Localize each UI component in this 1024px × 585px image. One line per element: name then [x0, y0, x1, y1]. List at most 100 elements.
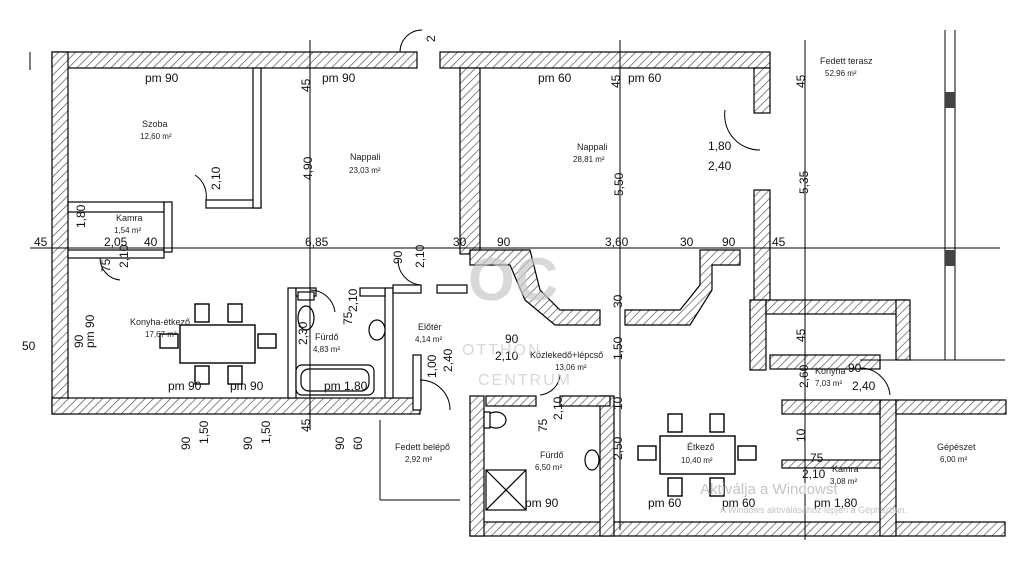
room-area-etkezo: 10,40 m² [681, 456, 713, 465]
room-area-kozlekedo: 13,06 m² [555, 363, 587, 372]
room-labels: Szoba 12,60 m² Nappali 23,03 m² Nappali … [114, 56, 976, 486]
watermark-line2: CENTRUM [478, 372, 572, 389]
dining-table-right [637, 413, 757, 497]
dim-2-top: 2 [424, 35, 438, 42]
dim-75-furdo: 75 [341, 311, 355, 325]
terrace-post [945, 92, 955, 108]
room-area-fedett-terasz: 52,96 m² [825, 69, 857, 78]
dim-150-bot-a: 1,50 [197, 420, 211, 444]
dim-pm90-konyha-a: pm 90 [168, 379, 202, 393]
room-area-nappali-left: 23,03 m² [349, 166, 381, 175]
dim-230: 2,30 [296, 321, 310, 345]
dim-pm-left: pm 90 [83, 314, 97, 348]
dim-30-b: 30 [680, 235, 694, 249]
dim-pm60-a: pm 60 [538, 71, 572, 85]
dim-90-b: 90 [722, 235, 736, 249]
dim-60-bot: 60 [351, 436, 365, 450]
dim-550: 5,50 [612, 172, 626, 196]
room-name-konyha-etkezo: Konyha-étkező [130, 317, 190, 327]
dim-180-kamra: 1,80 [74, 204, 88, 228]
bathroom-fixtures [295, 291, 600, 511]
dim-90-stair: 90 [505, 332, 519, 346]
dim-90-konyha: 90 [72, 334, 86, 348]
room-area-szoba: 12,60 m² [140, 132, 172, 141]
dim-90-bot-c: 90 [333, 436, 347, 450]
dim-pm90-furdo-right: pm 90 [525, 496, 559, 510]
room-area-gepeszet: 6,00 m² [940, 455, 967, 464]
dim-30-stair: 30 [611, 294, 625, 308]
dim-210-furdo: 2,10 [346, 288, 360, 312]
room-name-fedett-terasz: Fedett terasz [820, 56, 873, 66]
dim-45-top-right: 45 [794, 74, 808, 88]
room-name-nappali-right: Nappali [577, 142, 608, 152]
dim-90-bot-a: 90 [179, 436, 193, 450]
dim-30-a: 30 [453, 235, 467, 249]
dim-100: 1,00 [425, 354, 439, 378]
dim-75-furdo-right: 75 [536, 418, 550, 432]
dim-pm180-furdo: pm 1,80 [324, 379, 368, 393]
dim-pm90-konyha-b: pm 90 [230, 379, 264, 393]
dim-45-top-left: 45 [299, 78, 313, 92]
dim-90-eloter: 90 [391, 250, 405, 264]
room-name-furdo-right: Fürdő [540, 450, 564, 460]
dim-45-konyha: 45 [794, 328, 808, 342]
dim-685: 6,85 [305, 235, 329, 249]
room-name-konyha-right: Konyha [815, 366, 846, 376]
dim-50-left: 50 [22, 339, 36, 353]
staircase [469, 249, 741, 326]
room-name-kamra-right: Kamra [832, 464, 859, 474]
dim-210-stair: 2,10 [495, 349, 519, 363]
watermark-line1: OTTHON [462, 342, 542, 359]
dim-240-konyha: 2,40 [852, 379, 876, 393]
dim-150-bot-b: 1,50 [259, 420, 273, 444]
dim-180-door: 1,80 [708, 139, 732, 153]
dim-90-konyha-right: 90 [848, 361, 862, 375]
dim-75-kamra: 75 [810, 451, 824, 465]
dim-150: 1,50 [611, 336, 625, 360]
room-area-nappali-right: 28,81 m² [573, 155, 605, 164]
dim-535: 5,35 [797, 170, 811, 194]
dim-45-bot: 45 [299, 418, 313, 432]
room-area-fedett-belepo: 2,92 m² [405, 455, 432, 464]
room-area-kamra-right: 3,08 m² [830, 477, 857, 486]
dim-pm60-etkezo-a: pm 60 [648, 496, 682, 510]
room-name-gepeszet: Gépészet [937, 442, 976, 452]
dim-pm60-etkezo-b: pm 60 [722, 496, 756, 510]
room-area-furdo-right: 6,50 m² [535, 463, 562, 472]
watermark-logo: OC [468, 246, 558, 313]
dim-240-door: 2,40 [708, 159, 732, 173]
dim-90-bot-b: 90 [241, 436, 255, 450]
dim-210-kamra: 2,10 [802, 467, 826, 481]
dining-table-left [159, 303, 277, 385]
dim-490: 4,90 [301, 156, 315, 180]
room-name-eloter: Előtér [418, 322, 442, 332]
dim-45-left: 45 [34, 235, 48, 249]
dim-45-top-mid: 45 [609, 74, 623, 88]
dim-pm60-b: pm 60 [628, 71, 662, 85]
dim-75-left: 75 [99, 258, 113, 272]
dim-10-b: 10 [794, 428, 808, 442]
room-name-furdo-left: Fürdő [315, 332, 339, 342]
dim-210-szoba: 2,10 [209, 166, 223, 190]
dim-210-eloter: 2,10 [413, 244, 427, 268]
dim-205: 2,05 [104, 235, 128, 249]
room-name-etkezo: Étkező [687, 442, 715, 452]
dim-240-belepo: 2,40 [441, 348, 455, 372]
room-area-eloter: 4,14 m² [415, 335, 442, 344]
terrace-post-2 [945, 250, 955, 266]
dimension-labels: pm 90 pm 90 pm 60 pm 60 45 45 45 1,80 2,… [22, 35, 876, 510]
dim-90-a: 90 [497, 235, 511, 249]
door-swings [99, 29, 891, 411]
dim-45-right: 45 [772, 235, 786, 249]
dim-360: 3,60 [605, 235, 629, 249]
windows-activation-title: Aktiválja a Windowst [700, 481, 838, 498]
dim-pm180-kamra: pm 1,80 [814, 496, 858, 510]
dimension-lines [29, 30, 1005, 540]
dim-250: 2,50 [611, 436, 625, 460]
room-area-furdo-left: 4,83 m² [313, 345, 340, 354]
dim-pm90-nappali: pm 90 [322, 71, 356, 85]
windows-activation-subtitle: A Windows aktiválásához lépjen a Gépházb… [720, 505, 907, 515]
room-area-konyha-etkezo: 17,67 m² [145, 330, 177, 339]
dim-10-a: 10 [611, 396, 625, 410]
